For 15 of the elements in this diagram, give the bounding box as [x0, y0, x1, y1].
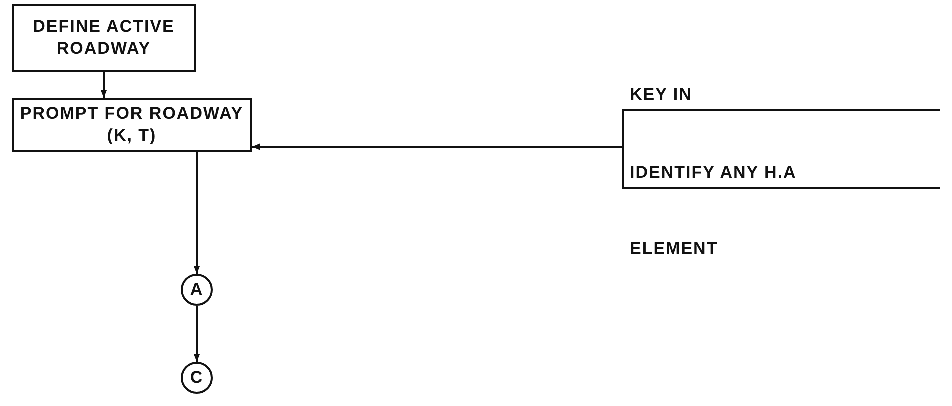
arrow [100, 72, 108, 98]
arrow [194, 152, 200, 274]
process-box [12, 4, 196, 72]
option-text: IDENTIFY ANY H.A [630, 162, 797, 184]
arrow [194, 306, 200, 362]
process-box [12, 98, 252, 152]
connector-circle [181, 274, 213, 306]
circle-label: C [190, 366, 204, 389]
option-text: KEY IN [630, 84, 692, 106]
box-text: DEFINE ACTIVE ROADWAY [32, 16, 176, 60]
circle-label: A [190, 278, 204, 301]
connector-circle [181, 362, 213, 394]
box-text: PROMPT FOR ROADWAY (K, T) [19, 102, 245, 147]
option-text: ELEMENT [630, 238, 718, 260]
arrow [252, 144, 622, 150]
